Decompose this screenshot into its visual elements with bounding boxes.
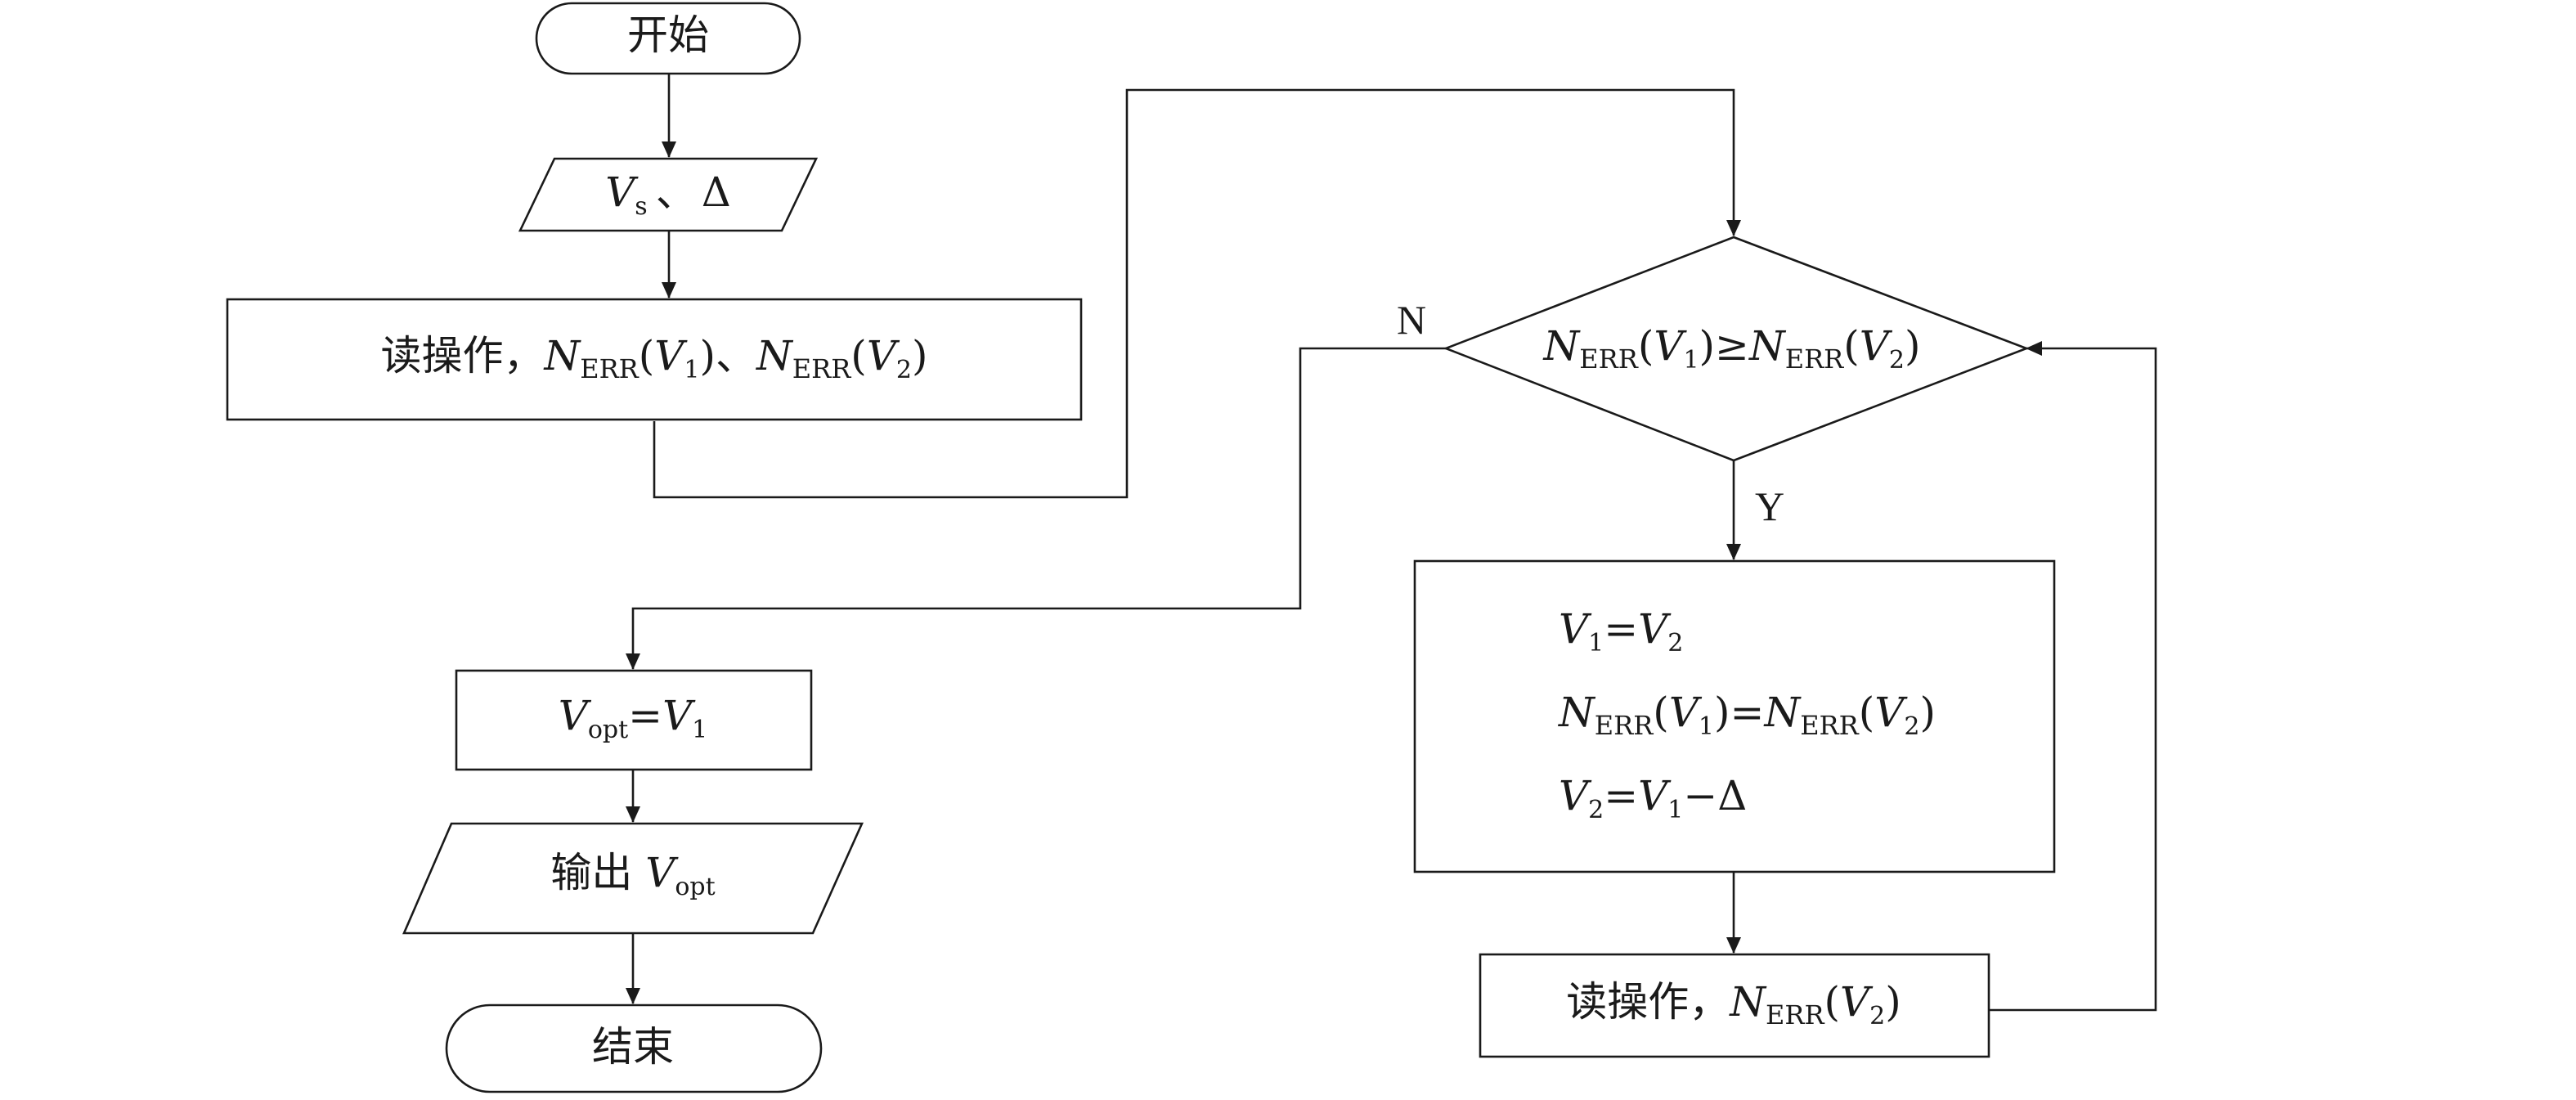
process-line-1: V1=V2: [1559, 605, 1683, 658]
input-parallelogram: Vs、Δ: [518, 157, 819, 232]
process-line-3: V2=V1−Δ: [1559, 772, 1747, 824]
read-operation-2-box: 读操作，NERR(V2): [1479, 953, 1990, 1058]
start-terminal: 开始: [535, 2, 801, 75]
input-text: Vs、Δ: [605, 168, 731, 221]
branch-no-label: N: [1397, 297, 1426, 343]
decision-condition: NERR(V1)≥NERR(V2): [1543, 322, 1921, 375]
output-text: 输出 Vopt: [550, 849, 715, 901]
vopt-assign-text: Vopt=V1: [559, 692, 708, 744]
output-parallelogram: 输出 Vopt: [402, 822, 864, 935]
start-label: 开始: [627, 11, 709, 59]
decision-diamond: NERR(V1)≥NERR(V2): [1443, 236, 2030, 462]
read-operation-text: 读操作，NERR(V1)、NERR(V2): [380, 332, 927, 384]
end-terminal: 结束: [445, 1003, 823, 1093]
read-operation-2-text: 读操作，NERR(V2): [1566, 978, 1901, 1030]
process-box: V1=V2 NERR(V1)=NERR(V2) V2=V1−Δ: [1413, 559, 2056, 873]
arrow-no-branch: [626, 347, 1446, 670]
connectors: [626, 74, 2157, 1012]
branch-yes-label: Y: [1755, 483, 1784, 529]
arrow-loop-back: [1989, 341, 2157, 1012]
read-operation-box: 读操作，NERR(V1)、NERR(V2): [226, 298, 1083, 421]
vopt-assign-box: Vopt=V1: [455, 669, 813, 771]
process-line-2: NERR(V1)=NERR(V2): [1558, 689, 1936, 741]
end-label: 结束: [592, 1023, 674, 1071]
arrow-read-to-decision: [653, 88, 1741, 499]
